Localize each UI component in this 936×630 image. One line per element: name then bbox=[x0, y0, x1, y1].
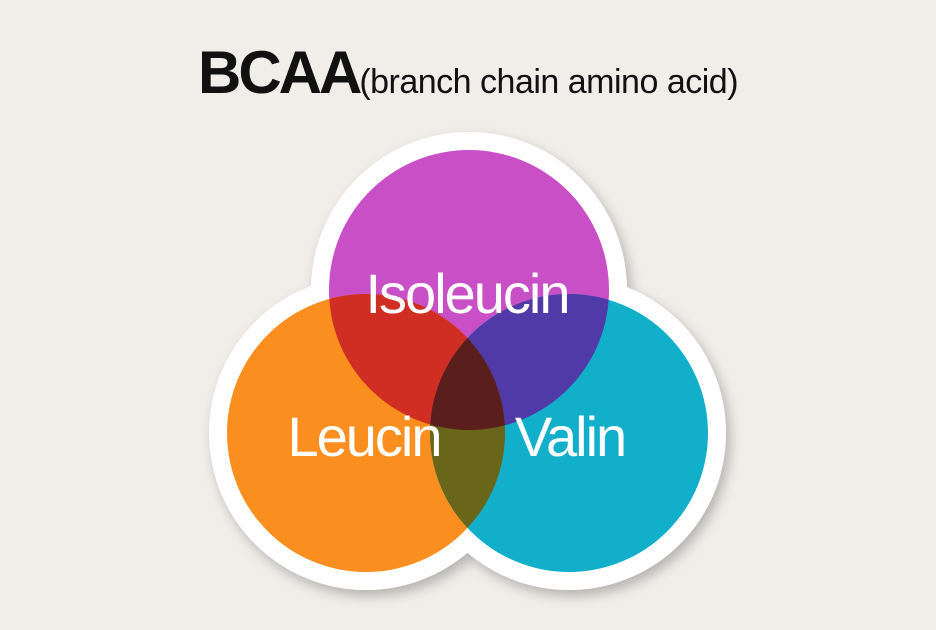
intersection-isoleucin-leucin bbox=[329, 294, 505, 430]
label-isoleucin: Isoleucin bbox=[365, 262, 568, 325]
label-leucin: Leucin bbox=[287, 405, 440, 468]
label-valin: Valin bbox=[515, 405, 625, 468]
intersection-isoleucin-valin bbox=[430, 294, 609, 430]
title-sub: (branch chain amino acid) bbox=[359, 63, 739, 101]
page-title: BCAA(branch chain amino acid) bbox=[0, 38, 936, 107]
title-main: BCAA bbox=[197, 39, 362, 106]
